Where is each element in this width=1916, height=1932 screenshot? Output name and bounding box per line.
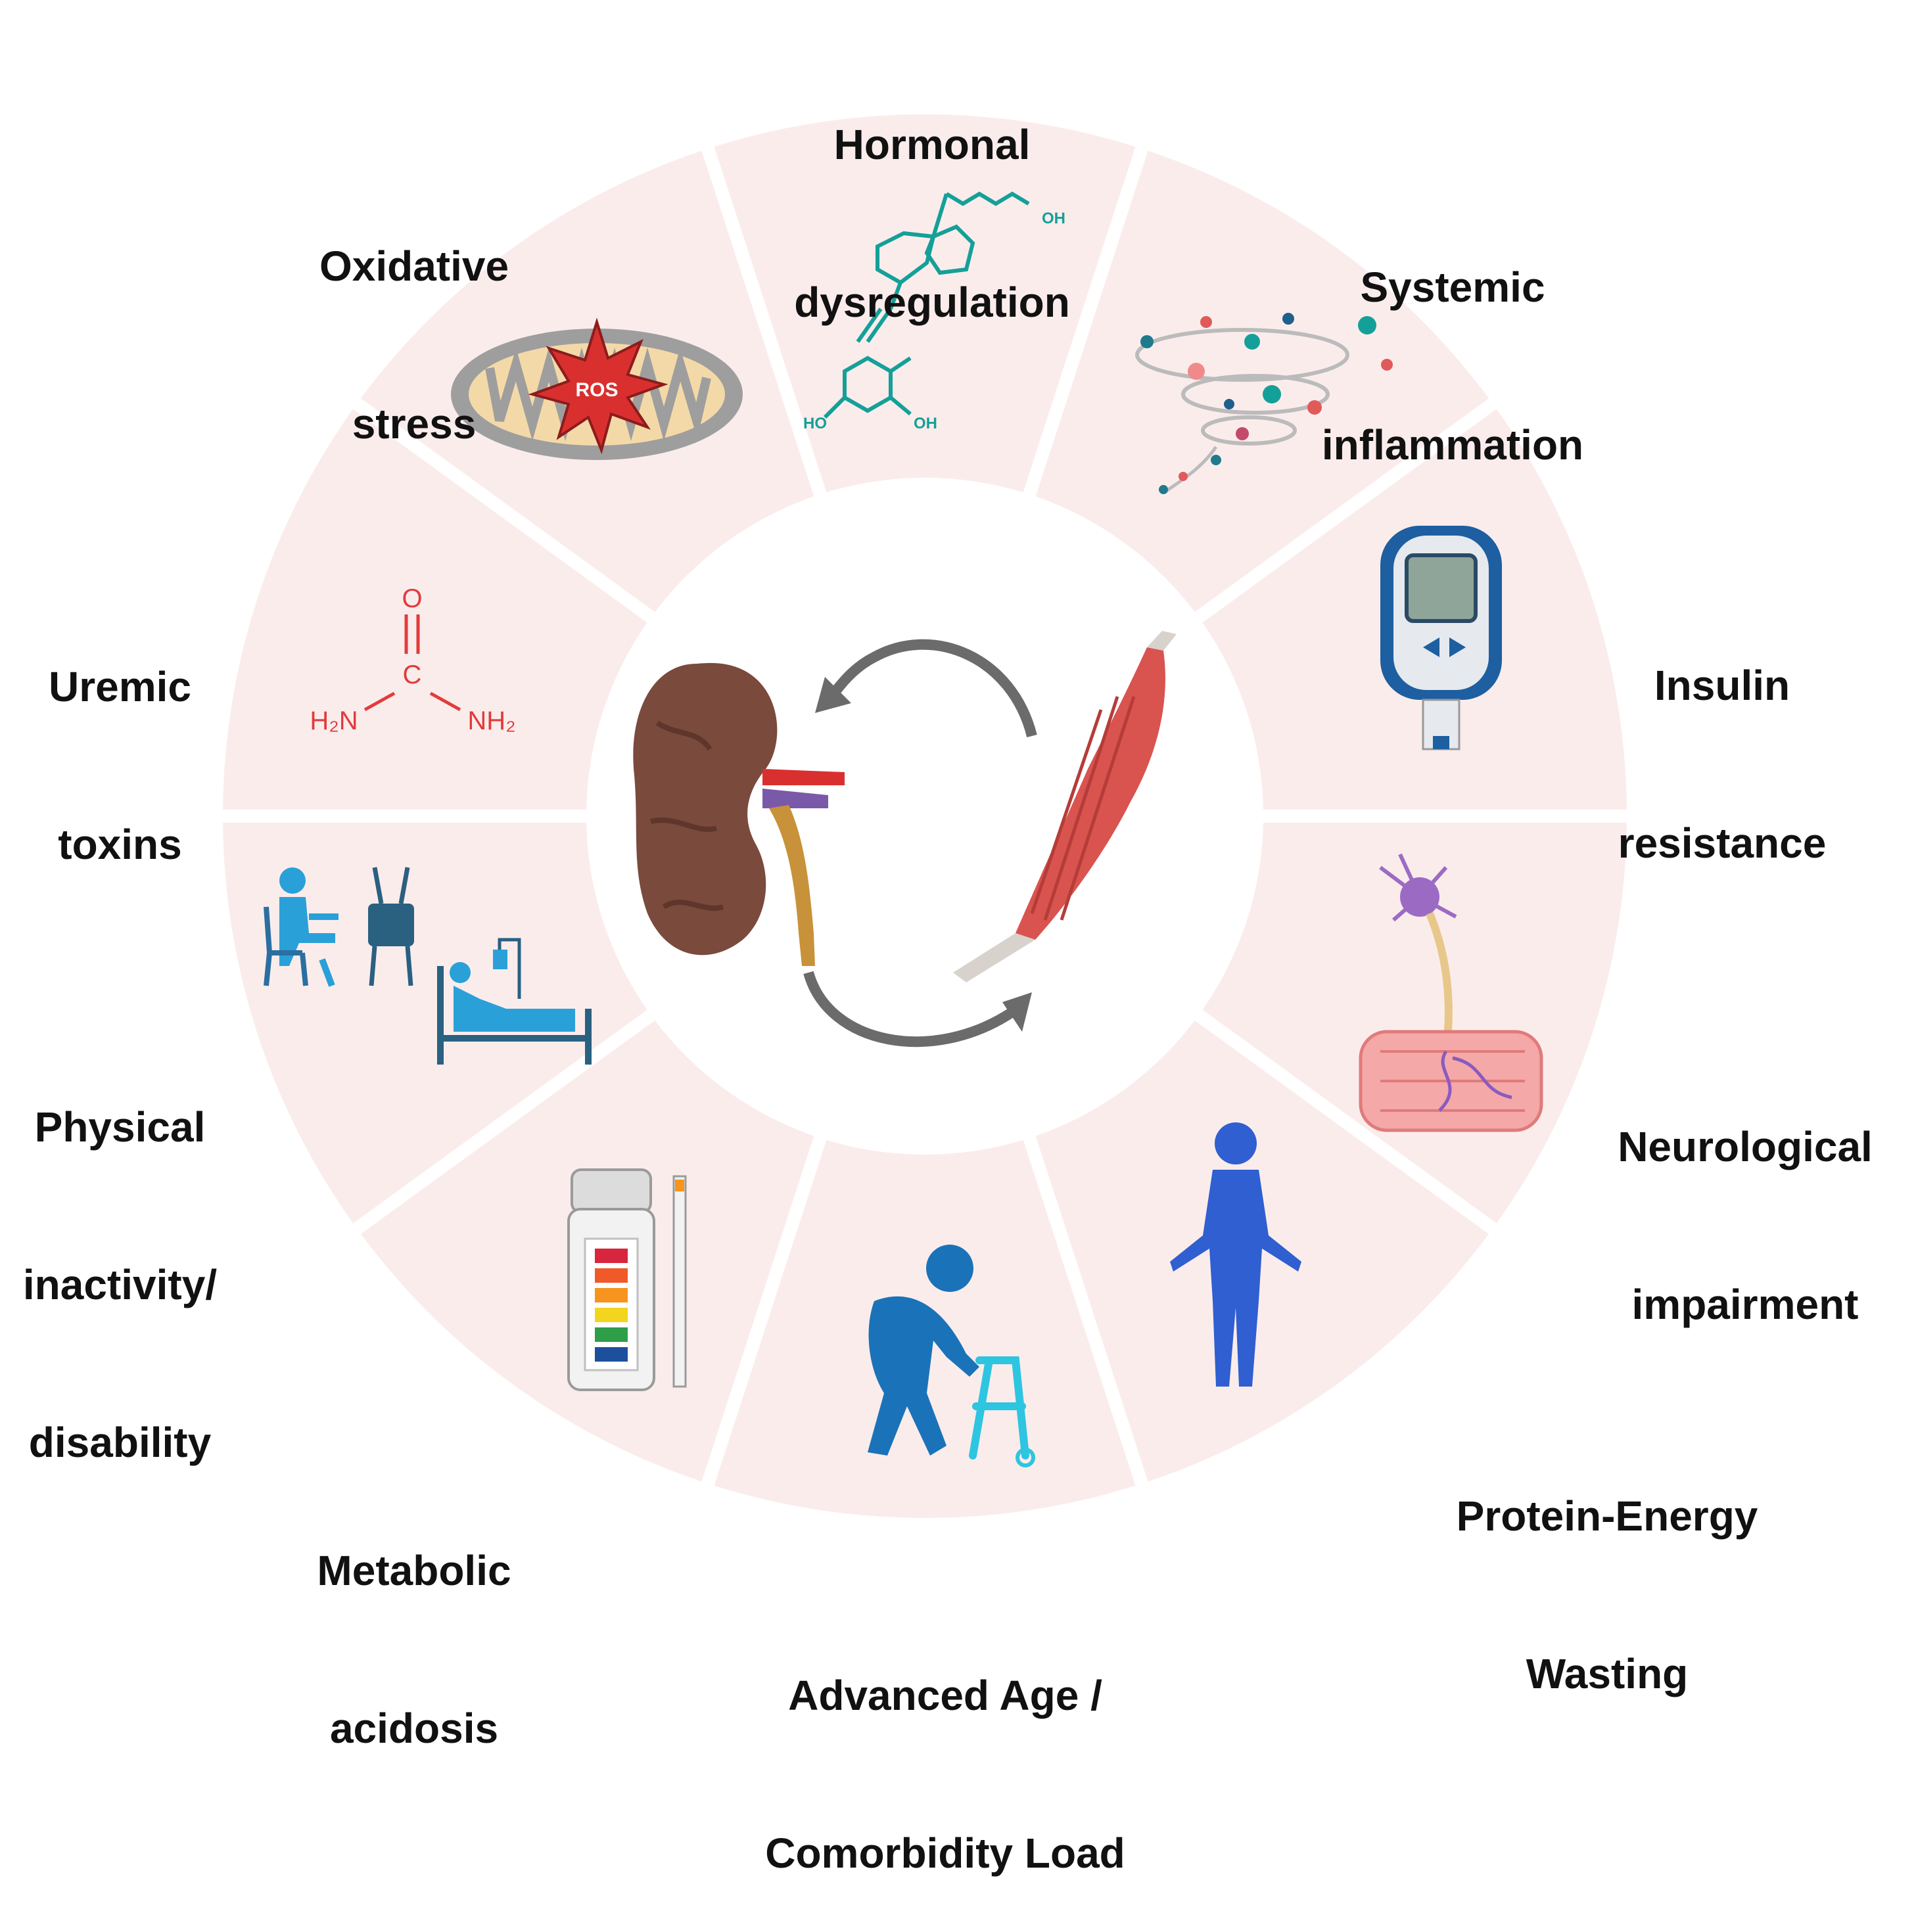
molecule-oh-label: OH (914, 415, 937, 432)
kidney-icon (633, 662, 845, 966)
label-physical-inactivity: Physical inactivity/ disability (0, 996, 240, 1521)
urea-molecule-icon: O C H₂N NH₂ (310, 584, 515, 735)
urea-carbon-label: C (403, 660, 422, 689)
label-line: Systemic (1360, 264, 1545, 311)
diagram-canvas: OH HO OH (223, 114, 1627, 1519)
label-line: Wasting (1526, 1650, 1689, 1697)
label-line: inactivity/ (22, 1261, 218, 1308)
ring-segment-hormonal (714, 114, 1136, 493)
ros-label: ROS (575, 379, 618, 401)
urea-h2n-label: H₂N (310, 706, 358, 735)
label-line: stress (352, 400, 477, 448)
label-line: inflammation (1321, 421, 1584, 469)
label-line: Oxidative (319, 242, 509, 290)
label-line: Physical (34, 1103, 206, 1151)
label-neurological-impairment: Neurological impairment (1584, 1015, 1906, 1383)
molecule-ho-label: HO (803, 415, 827, 432)
label-advanced-age: Advanced Age / Comorbidity Load (748, 1564, 1142, 1932)
cytokine-tornado-icon (1135, 313, 1393, 495)
molecule-oh-label: OH (1042, 210, 1065, 227)
label-line: Neurological (1618, 1123, 1873, 1170)
skeletal-muscle-icon (953, 631, 1177, 982)
glucometer-icon (1380, 526, 1502, 750)
urea-nh2-label: NH₂ (467, 706, 515, 735)
label-line: impairment (1631, 1281, 1859, 1328)
label-systemic-inflammation: Systemic inflammation (1255, 156, 1650, 524)
label-insulin-resistance: Insulin resistance (1525, 554, 1916, 922)
neuron-muscle-fiber-icon (1359, 853, 1543, 1132)
label-line: Hormonal (833, 121, 1031, 168)
label-metabolic-acidosis: Metabolic acidosis (217, 1439, 611, 1807)
label-line: disability (28, 1419, 212, 1466)
label-protein-energy-wasting: Protein-Energy Wasting (1410, 1385, 1804, 1753)
ph-test-strip-icon (567, 1168, 687, 1391)
label-line: Uremic (49, 663, 191, 710)
elderly-walker-icon (868, 1245, 1035, 1467)
cycle-arrow-icon (803, 639, 1037, 1047)
human-body-icon (1170, 1122, 1301, 1387)
center-crosstalk (633, 631, 1177, 1047)
mitochondria-ros-icon: ROS (451, 317, 743, 460)
ring-segment-uremic (223, 409, 647, 810)
label-line: Metabolic (317, 1547, 511, 1594)
label-line: resistance (1618, 819, 1827, 867)
ring-segment-pew (1035, 1020, 1489, 1482)
ring-segment-inactivity (223, 822, 647, 1224)
label-oxidative-stress: Oxidative stress (217, 135, 611, 503)
label-line: toxins (58, 821, 182, 868)
label-line: Comorbidity Load (765, 1829, 1125, 1877)
label-uremic-toxins: Uremic toxins (0, 555, 240, 923)
vitamin-d-molecule-icon: OH HO OH (803, 191, 1065, 432)
label-line: Advanced Age / (788, 1672, 1102, 1719)
urea-oxygen-label: O (402, 584, 422, 613)
sedentary-bed-rest-icon (264, 867, 592, 1065)
label-line: dysregulation (794, 279, 1070, 326)
label-line: Protein-Energy (1456, 1492, 1758, 1540)
label-hormonal-dysregulation: Hormonal dysregulation (735, 13, 1129, 381)
label-line: acidosis (329, 1705, 499, 1752)
label-line: Insulin (1654, 662, 1790, 709)
